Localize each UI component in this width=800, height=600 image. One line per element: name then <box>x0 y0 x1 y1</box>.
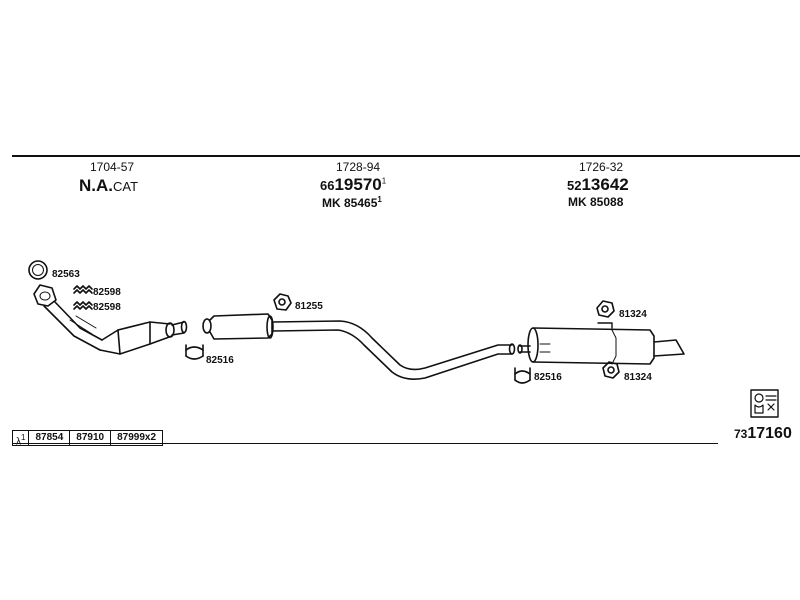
clamp-icon <box>514 367 531 384</box>
ring-gasket-icon <box>28 260 48 280</box>
col3-code: 5213642 <box>567 175 629 194</box>
mounting-kit-icon <box>750 389 779 418</box>
middle-silencer-assembly <box>202 313 516 380</box>
label-hanger-bottom-right: 81324 <box>624 372 652 383</box>
rubber-hanger-icon <box>596 300 615 318</box>
label-hanger-mid: 81255 <box>295 301 323 312</box>
col3-mk: MK 85088 <box>568 195 624 209</box>
code-cell: 87910 <box>70 431 112 445</box>
label-gasket-a: 82598 <box>93 287 121 298</box>
col1-code: N.A.CAT <box>79 176 139 195</box>
catalytic-converter-assembly <box>33 284 188 355</box>
flange-gasket-icon <box>73 301 93 310</box>
lambda-cell: λ1 <box>13 431 30 447</box>
rubber-hanger-icon <box>273 293 292 311</box>
label-gasket-b: 82598 <box>93 302 121 313</box>
header-rule <box>12 155 800 157</box>
clamp-icon <box>185 344 204 360</box>
col2-ref: 1728-94 <box>336 160 381 174</box>
col1-ref: 1704-57 <box>90 160 135 174</box>
col2-mk: MK 854651 <box>322 195 382 210</box>
document-number: 7317160 <box>734 425 792 442</box>
code-cell: 87999x2 <box>111 431 164 445</box>
hanger-bracket <box>597 322 613 329</box>
col2-code: 66195701 <box>320 175 387 194</box>
rubber-hanger-icon <box>602 361 620 379</box>
rear-silencer-assembly <box>517 327 685 365</box>
label-ring: 82563 <box>52 269 80 280</box>
label-clamp-right: 82516 <box>534 372 562 383</box>
flange-gasket-icon <box>73 285 93 294</box>
footer-rule <box>12 443 718 444</box>
label-clamp-left: 82516 <box>206 355 234 366</box>
label-hanger-top-right: 81324 <box>619 309 647 320</box>
col3-ref: 1726-32 <box>579 160 624 174</box>
code-cell: 87854 <box>29 431 71 445</box>
accessory-codes-table: λ1 87854 87910 87999x2 <box>12 430 164 447</box>
